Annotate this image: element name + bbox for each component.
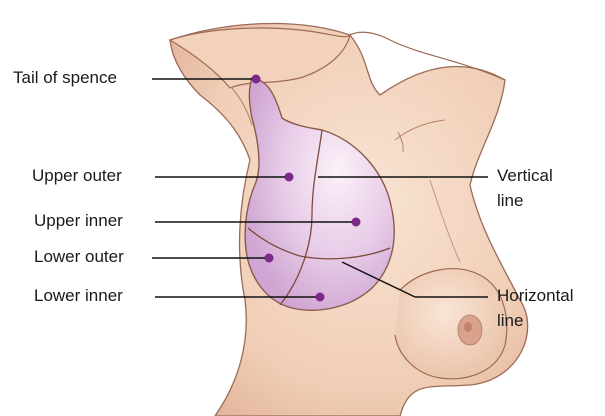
label-vertical-line-1: Vertical xyxy=(497,166,553,186)
label-vertical-line-2: line xyxy=(497,191,523,211)
label-lower-outer: Lower outer xyxy=(34,247,124,267)
marker-lower-inner xyxy=(316,293,325,302)
right-nipple xyxy=(464,322,472,332)
marker-lower-outer xyxy=(265,254,274,263)
right-breast xyxy=(395,269,507,379)
marker-upper-inner xyxy=(352,218,361,227)
marker-upper-outer xyxy=(285,173,294,182)
label-horizontal-line-1: Horizontal xyxy=(497,286,574,306)
label-tail-of-spence: Tail of spence xyxy=(13,68,117,88)
marker-tail-of-spence xyxy=(252,75,261,84)
label-horizontal-line-2: line xyxy=(497,311,523,331)
label-upper-outer: Upper outer xyxy=(32,166,122,186)
label-upper-inner: Upper inner xyxy=(34,211,123,231)
label-lower-inner: Lower inner xyxy=(34,286,123,306)
